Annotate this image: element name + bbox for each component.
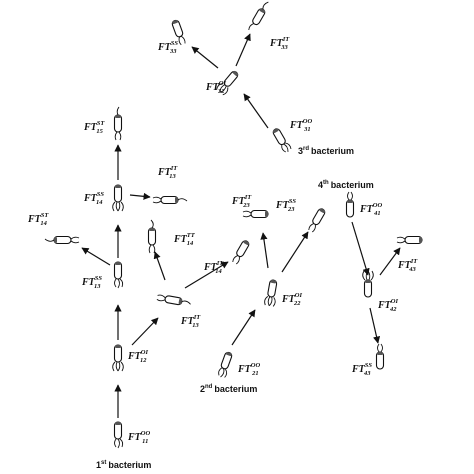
edge-13b-14c [153, 251, 166, 281]
edge-13b-14d [184, 261, 229, 289]
bacterium-icon [396, 235, 423, 245]
edge-31-32 [243, 93, 269, 129]
bacterium-icon [44, 235, 80, 245]
bacterium-icon [113, 421, 124, 449]
bacterium-icon [232, 240, 250, 265]
bacterium-icon [216, 70, 239, 96]
edge-22-23b [281, 231, 309, 273]
bacterium-icon [345, 191, 355, 218]
edge-21-22 [231, 309, 256, 346]
bacterium-icon [112, 184, 124, 212]
edge-32-33b [235, 33, 251, 67]
bacterium-icon [375, 343, 385, 370]
edge-42-43b [369, 307, 381, 344]
bacterium-icon [218, 351, 233, 378]
bacteria-icons [44, 1, 423, 449]
edge-32-33a [191, 46, 219, 69]
bacterium-icon [152, 195, 188, 205]
bacterium-icon [362, 270, 374, 298]
bacterium-icon [113, 106, 123, 141]
bacterium-icon [272, 128, 292, 153]
edges [81, 33, 401, 418]
edge-14a-13 [129, 192, 151, 200]
bacterium-icon [171, 19, 186, 46]
bacterium-icon [308, 208, 326, 233]
bacterium-icon [112, 344, 124, 372]
edge-22-23a [260, 232, 269, 269]
edge-41-42 [351, 221, 370, 276]
bacterium-icon [113, 261, 124, 289]
bacterium-icon [264, 279, 278, 307]
bacterium-icon [242, 209, 269, 219]
bacterium-icon [156, 294, 191, 306]
bacterium-icon [147, 219, 157, 254]
bacterium-icon [248, 1, 269, 31]
edge-42-43a [379, 247, 401, 276]
edge-12-13b [131, 317, 159, 346]
edge-13s-14b [81, 247, 111, 266]
